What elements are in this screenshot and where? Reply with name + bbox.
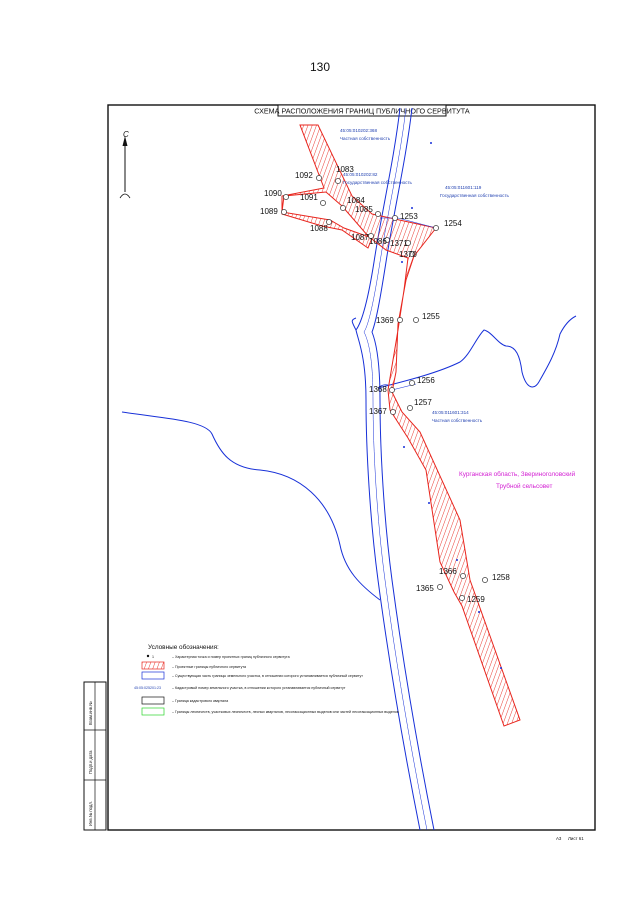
parcel-119-owner: Государственная собственность bbox=[440, 193, 510, 198]
legend-item-hatch: – Проектные границы публичного сервитута bbox=[172, 665, 246, 669]
point-1084 bbox=[340, 205, 346, 211]
legend-item-black-box: – Граница кадастрового квартала bbox=[172, 699, 228, 703]
title-box bbox=[277, 104, 447, 117]
river-west bbox=[121, 411, 381, 601]
label-1092: 1092 bbox=[295, 171, 313, 180]
point-labels: 1083 1092 1090 1091 1084 1085 1089 1088 … bbox=[260, 165, 510, 604]
point-1257 bbox=[407, 405, 413, 411]
label-1257: 1257 bbox=[414, 398, 432, 407]
point-1087 bbox=[368, 233, 374, 239]
label-1370: 1370 bbox=[399, 250, 417, 259]
point-1092 bbox=[316, 175, 322, 181]
stamp-row3: Инв.№ подл. bbox=[88, 801, 93, 826]
point-1370 bbox=[409, 251, 415, 257]
label-1090: 1090 bbox=[264, 189, 282, 198]
label-1256: 1256 bbox=[417, 376, 435, 385]
point-1369 bbox=[397, 317, 403, 323]
label-1369: 1369 bbox=[376, 316, 394, 325]
stamp-row2: Подп.и дата bbox=[88, 750, 93, 774]
stamp-row1: Взам.инв.№ bbox=[88, 701, 93, 725]
north-label: С bbox=[123, 130, 129, 139]
label-1255: 1255 bbox=[422, 312, 440, 321]
label-1366: 1366 bbox=[439, 567, 457, 576]
point-1258 bbox=[482, 577, 488, 583]
label-1083: 1083 bbox=[336, 165, 354, 174]
point-1367 bbox=[390, 409, 396, 415]
legend-title: Условные обозначения: bbox=[148, 643, 219, 651]
point-1083 bbox=[335, 178, 341, 184]
point-1259 bbox=[459, 595, 465, 601]
label-1259: 1259 bbox=[467, 595, 485, 604]
legend-point-symbol-label: 1 bbox=[152, 655, 154, 659]
legend-item-blue-box: – Существующая часть границы земельного … bbox=[172, 674, 363, 678]
map-title: СХЕМА РАСПОЛОЖЕНИЯ ГРАНИЦ ПУБЛИЧНОГО СЕР… bbox=[254, 107, 470, 116]
point-1254 bbox=[433, 225, 439, 231]
sheet-format: А3 bbox=[556, 836, 562, 841]
sheet-info: А3 Лист 61 bbox=[556, 836, 584, 841]
label-1086: 1086 bbox=[369, 237, 387, 246]
parcel-119-id: 45:05:011601:119 bbox=[445, 185, 482, 190]
label-1258: 1258 bbox=[492, 573, 510, 582]
parcel-368-id: 45:05:010202:368 bbox=[340, 128, 377, 133]
point-1255 bbox=[413, 317, 419, 323]
page-number: 130 bbox=[309, 60, 331, 74]
label-1085: 1085 bbox=[355, 205, 373, 214]
point-1365 bbox=[437, 584, 443, 590]
legend-item-green-box: – Границы лесничеств, участковых лесниче… bbox=[172, 710, 399, 714]
label-1084: 1084 bbox=[347, 196, 365, 205]
point-1085 bbox=[375, 211, 381, 217]
point-1256 bbox=[409, 380, 415, 386]
label-1089: 1089 bbox=[260, 207, 278, 216]
label-1253: 1253 bbox=[400, 212, 418, 221]
label-1367: 1367 bbox=[369, 407, 387, 416]
parcel-314-id: 45:05:011601:314 bbox=[432, 410, 469, 415]
point-1368 bbox=[389, 387, 395, 393]
legend-cad-symbol-label: 45:05:025201:23 bbox=[134, 686, 161, 690]
parcel-314-owner: Частная собственность bbox=[432, 418, 483, 423]
stamp: Взам.инв.№ Подп.и дата Инв.№ подл. bbox=[83, 681, 107, 831]
points bbox=[281, 175, 488, 601]
point-1089 bbox=[281, 209, 287, 215]
survey-dots bbox=[401, 142, 502, 669]
label-1371: 1371 bbox=[390, 239, 408, 248]
parcel-82-owner: Государственная собственность bbox=[343, 180, 413, 185]
label-1368: 1368 bbox=[369, 385, 387, 394]
label-1087: 1087 bbox=[351, 233, 369, 242]
label-1088: 1088 bbox=[310, 224, 328, 233]
label-1365: 1365 bbox=[416, 584, 434, 593]
sheet-number: Лист 61 bbox=[568, 836, 584, 841]
point-1091 bbox=[320, 200, 326, 206]
label-1254: 1254 bbox=[444, 219, 462, 228]
parcel-82-id: 45:05:010202:82 bbox=[343, 172, 378, 177]
point-1088 bbox=[326, 219, 332, 225]
point-1086 bbox=[384, 237, 390, 243]
point-1366 bbox=[460, 573, 466, 579]
region-label-line2: Трубной сельсовет bbox=[496, 482, 552, 490]
region-label-line1: Курганская область, Звериноголовский bbox=[459, 470, 576, 478]
label-1091: 1091 bbox=[300, 193, 318, 202]
legend-item-cad-number: – Кадастровый номер земельного участка, … bbox=[172, 686, 346, 690]
legend-item-point: – Характерная точка и номер проектных гр… bbox=[172, 655, 290, 659]
river-east bbox=[377, 315, 577, 389]
parcel-labels: 45:05:010202:368 Частная собственность 4… bbox=[340, 128, 510, 423]
legend: Условные обозначения: 1 – Характерная то… bbox=[134, 643, 399, 716]
parcel-368-owner: Частная собственность bbox=[340, 136, 391, 141]
point-1371 bbox=[405, 240, 411, 246]
north-arrow: С bbox=[119, 130, 131, 199]
point-1253 bbox=[392, 215, 398, 221]
point-1090 bbox=[283, 194, 289, 200]
